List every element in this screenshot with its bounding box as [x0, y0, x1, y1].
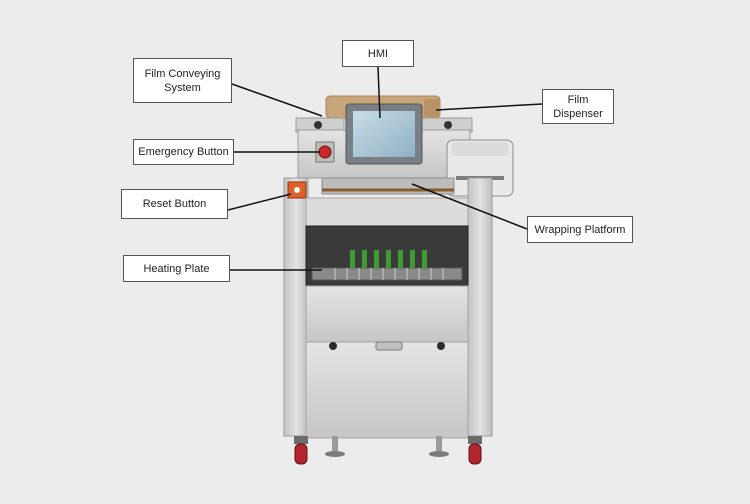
emergency-button-label: Emergency Button — [133, 139, 234, 165]
upper-face-panel — [305, 197, 469, 227]
foot-right — [429, 451, 449, 457]
leader-hmi — [377, 66, 381, 119]
reset-button-label: Reset Button — [121, 189, 228, 219]
label-printer-top — [451, 142, 509, 156]
leader-reset — [227, 193, 292, 211]
left-side-panel — [283, 177, 309, 437]
lower-door — [305, 341, 469, 439]
hmi-screen — [353, 111, 415, 157]
hmi-label: HMI — [342, 40, 414, 67]
wrapping-platform — [321, 177, 455, 195]
reset-button-icon — [294, 187, 300, 193]
top-knob-left — [314, 121, 322, 129]
leader-film-dispenser — [435, 103, 543, 111]
film-conveying-label: Film Conveying System — [133, 58, 232, 103]
caster-wheel-right — [468, 443, 482, 465]
door-handle — [375, 341, 403, 351]
door-latch-left — [329, 342, 337, 350]
chamber-fingers — [334, 268, 444, 280]
film-dispenser-label: Film Dispenser — [542, 89, 614, 124]
door-latch-right — [437, 342, 445, 350]
green-rollers — [350, 250, 427, 268]
leader-film-conveying — [231, 83, 323, 117]
middle-panel — [305, 285, 469, 343]
right-side-panel — [467, 177, 493, 437]
leg-left — [332, 436, 338, 452]
caster-mount-left — [294, 436, 308, 444]
foot-left — [325, 451, 345, 457]
emergency-stop-icon — [318, 145, 332, 159]
leg-right — [436, 436, 442, 452]
film-roll-end — [424, 99, 440, 117]
caster-mount-right — [468, 436, 482, 444]
heating-plate-label: Heating Plate — [123, 255, 230, 282]
caster-wheel-left — [294, 443, 308, 465]
leader-wrapping — [411, 183, 528, 230]
top-knob-right — [444, 121, 452, 129]
wrapping-platform-label: Wrapping Platform — [527, 216, 633, 243]
